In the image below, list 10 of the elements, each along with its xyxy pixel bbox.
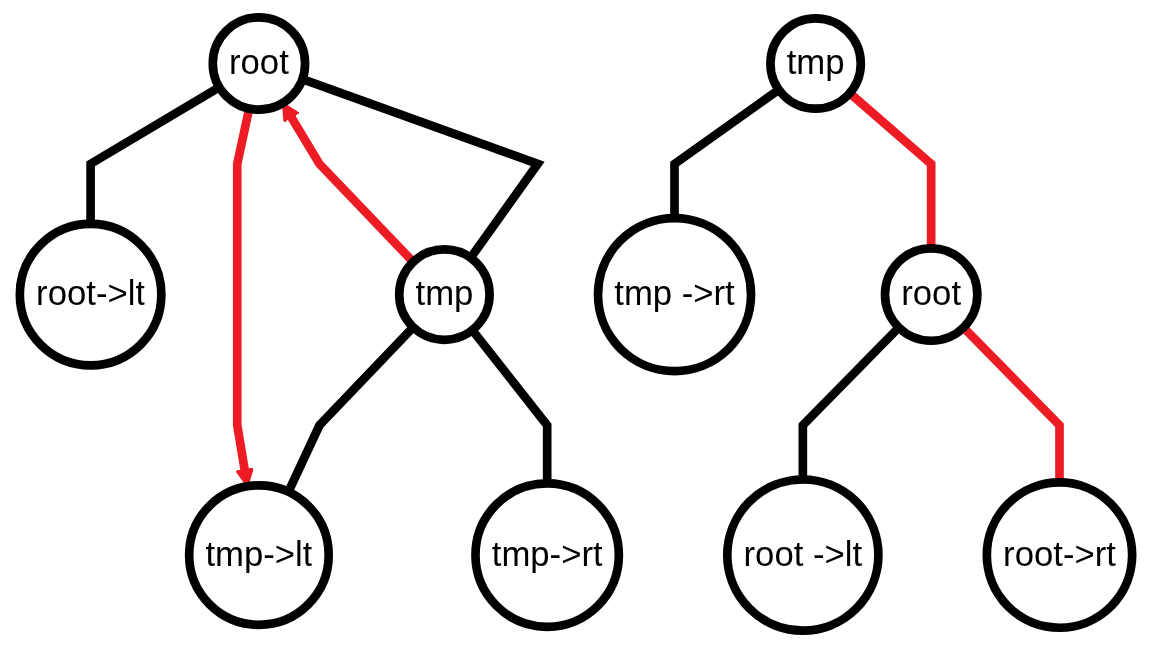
node-circle: root->rt — [982, 478, 1137, 633]
node-circle: root — [880, 244, 982, 346]
node-circle: root ->lt — [722, 475, 883, 635]
node-circle: tmp->rt — [471, 479, 624, 632]
node-circle: tmp — [394, 245, 494, 345]
node-circle: root->lt — [15, 219, 166, 370]
node-circle: tmp ->rt — [593, 213, 756, 376]
node-circle: tmp — [766, 14, 866, 114]
node-circle: root — [208, 13, 310, 114]
node-circle: tmp->lt — [184, 481, 334, 630]
